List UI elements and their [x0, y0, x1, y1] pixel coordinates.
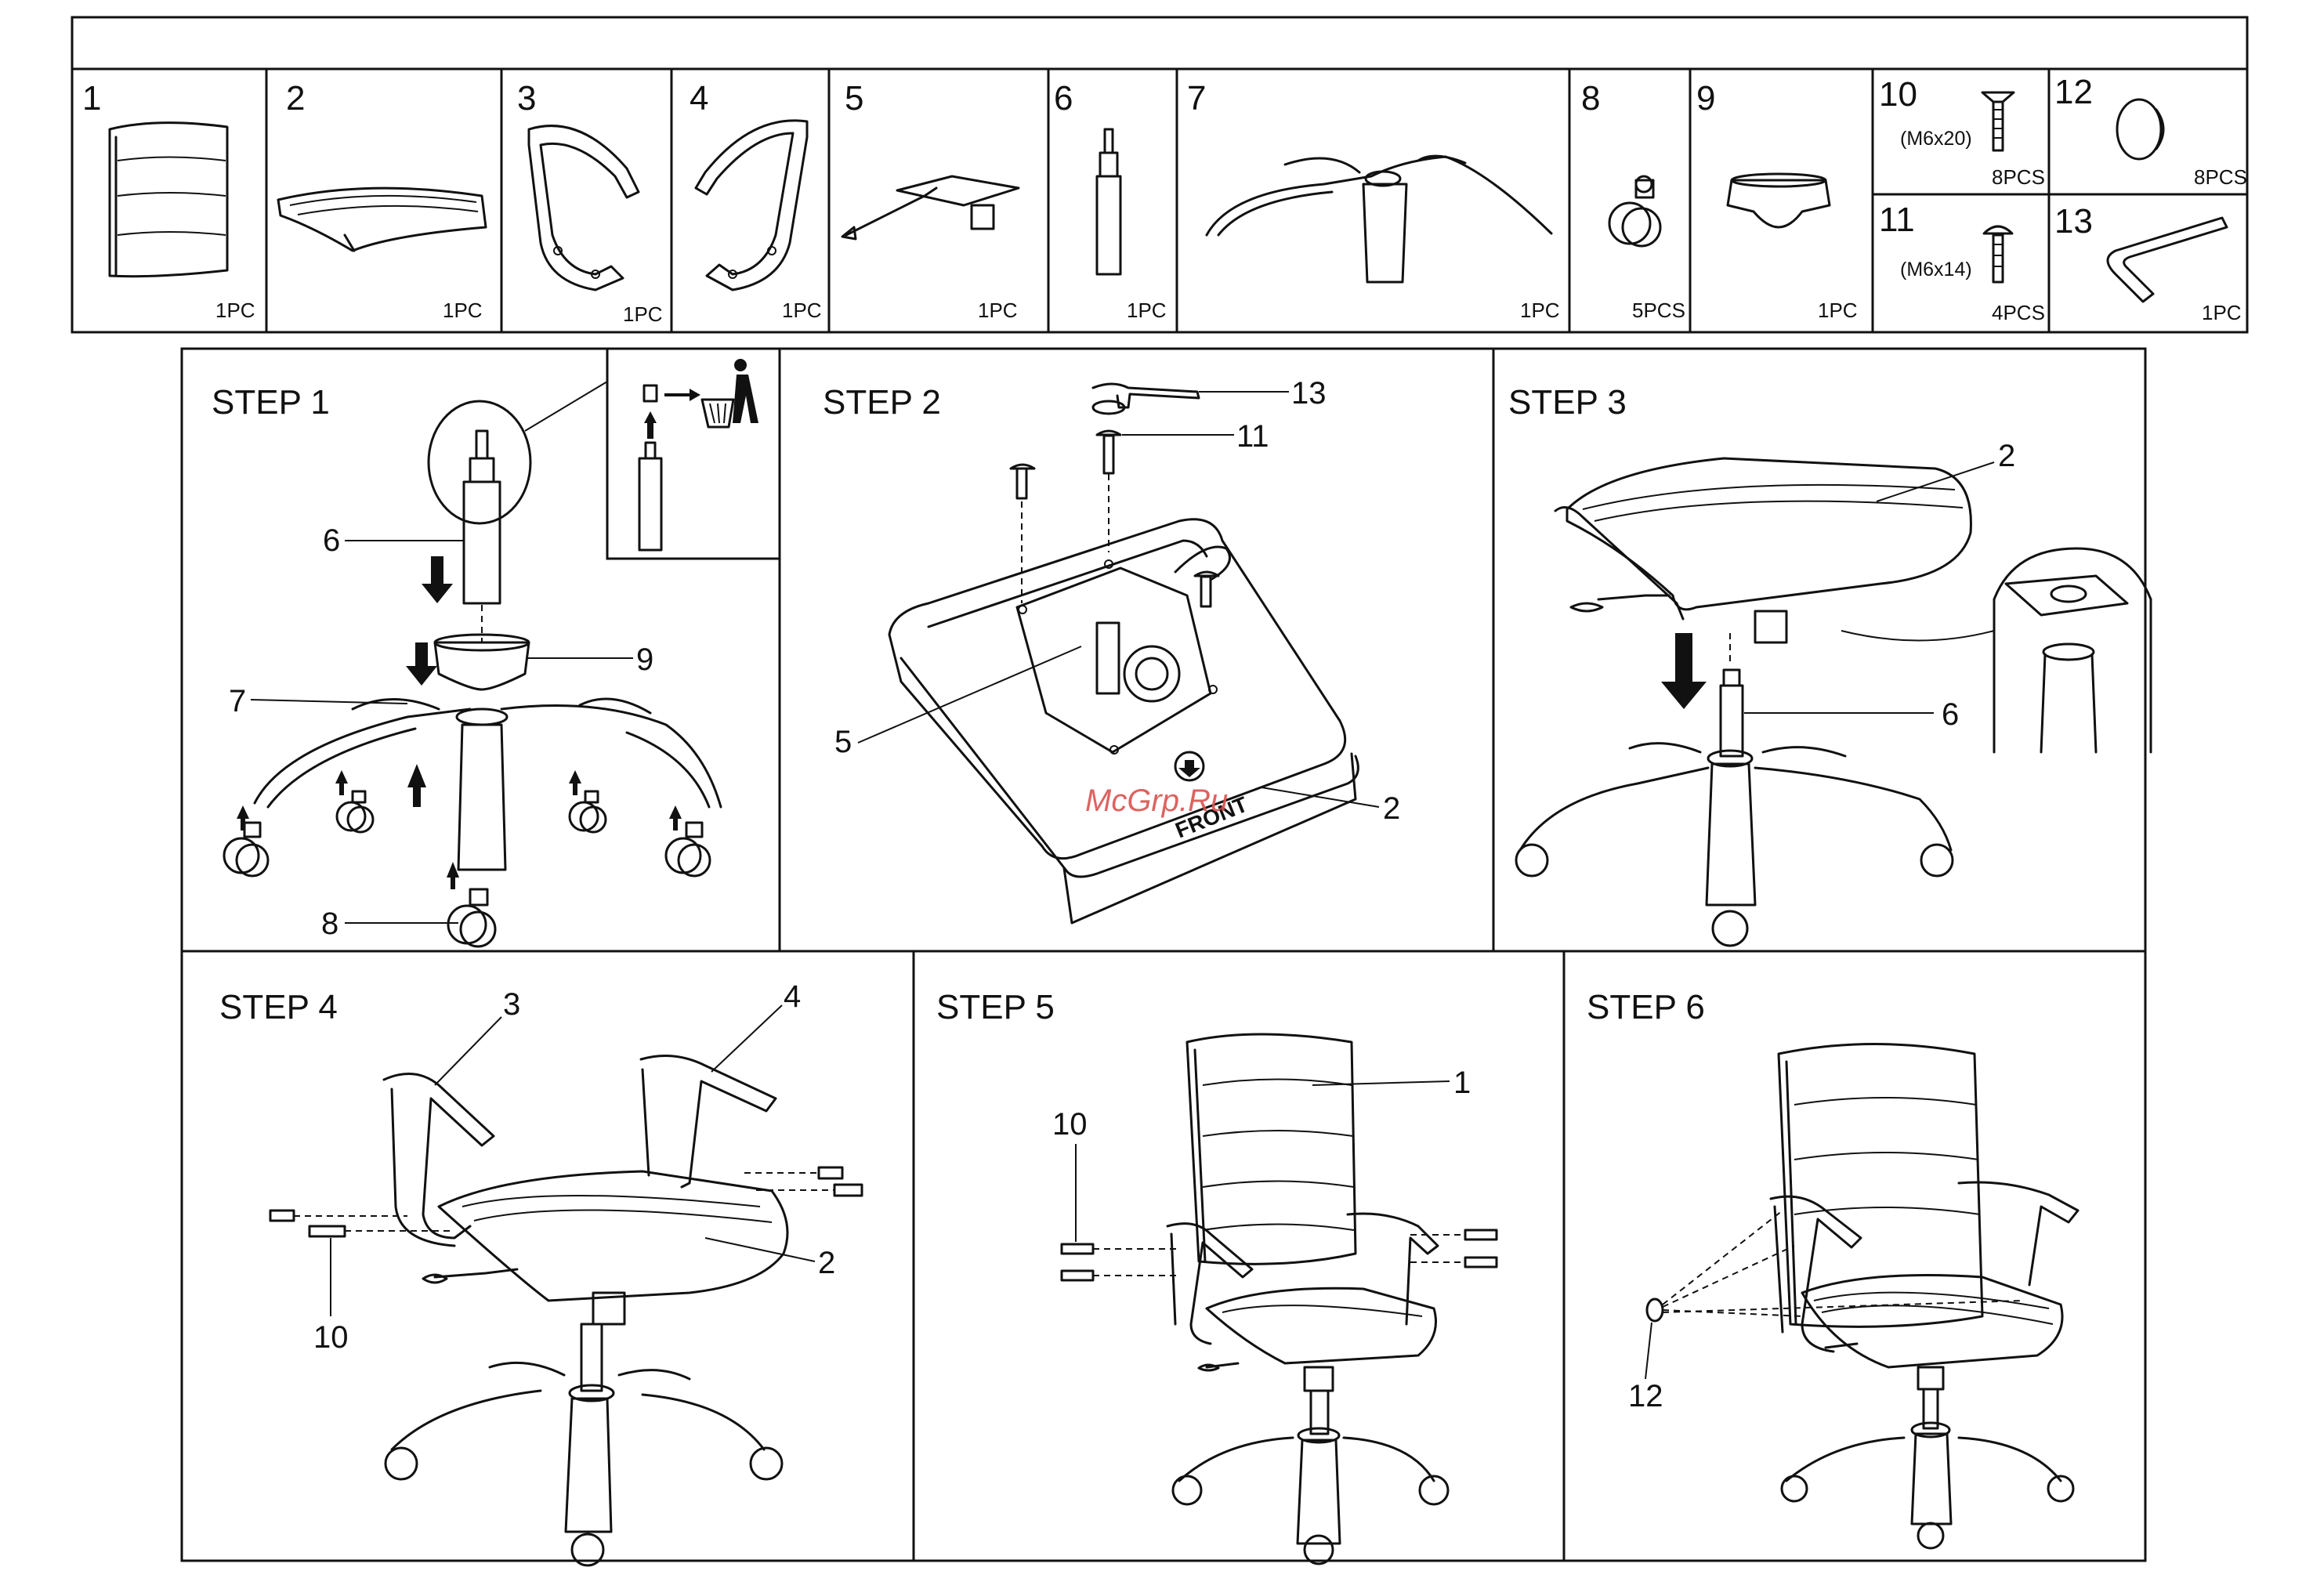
- step-5-title: STEP 5: [936, 988, 1055, 1026]
- part-5-number: 5: [845, 79, 863, 118]
- step-6-callout-12: 12: [1628, 1379, 1663, 1413]
- step-1-casters: [224, 764, 710, 946]
- part-5-mechanism: 5 1PC: [842, 79, 1019, 322]
- watermark: McGrp.Ru: [1085, 784, 1228, 818]
- step-3-callout-2: 2: [1998, 439, 2015, 473]
- step-1: STEP 1: [212, 349, 780, 946]
- part-4-qty: 1PC: [782, 299, 822, 322]
- part-7-qty: 1PC: [1520, 299, 1560, 322]
- part-7-number: 7: [1187, 79, 1206, 118]
- step-1-title: STEP 1: [212, 383, 330, 422]
- part-1-number: 1: [82, 79, 101, 118]
- part-3-qty: 1PC: [623, 302, 663, 326]
- step-6-title: STEP 6: [1587, 988, 1705, 1026]
- part-6-gas-lift: 6 1PC: [1054, 79, 1167, 322]
- part-12-cap: 12 8PCS: [2054, 73, 2247, 189]
- step-4-title: STEP 4: [219, 988, 338, 1026]
- part-12-qty: 8PCS: [2194, 165, 2247, 189]
- parts-table: [72, 17, 2247, 332]
- part-13-number: 13: [2054, 202, 2093, 241]
- step-4-callout-3: 3: [503, 987, 520, 1022]
- step-5-callout-10: 10: [1052, 1107, 1088, 1142]
- step-2-callout-5: 5: [834, 725, 852, 759]
- part-1-backrest: 1 1PC: [82, 79, 255, 322]
- part-1-qty: 1PC: [215, 299, 255, 322]
- step-1-callout-7: 7: [229, 684, 246, 718]
- part-8-qty: 5PCS: [1632, 299, 1685, 322]
- part-2-seat: 2 1PC: [278, 79, 486, 322]
- part-4-number: 4: [690, 79, 708, 118]
- step-2: STEP 2 13 11 FRONT: [823, 376, 1400, 923]
- step-5: STEP 5 1: [936, 988, 1497, 1564]
- part-13-allen-key: 13 1PC: [2054, 202, 2242, 324]
- part-5-qty: 1PC: [978, 299, 1018, 322]
- part-10-spec: (M6x20): [1900, 128, 1972, 150]
- part-10-screw-m6x20: 10 (M6x20) 8PCS: [1879, 75, 2045, 189]
- part-3-number: 3: [517, 79, 536, 118]
- part-11-number: 11: [1879, 201, 1915, 239]
- part-9-cover: 9 1PC: [1696, 79, 1858, 322]
- step-4-callout-4: 4: [784, 979, 801, 1014]
- part-9-number: 9: [1696, 79, 1715, 118]
- step-2-callout-2: 2: [1383, 791, 1400, 826]
- step-4: STEP 4 3: [219, 979, 862, 1565]
- part-11-screw-m6x14: 11 (M6x14) 4PCS: [1879, 201, 2045, 324]
- step-5-callout-1: 1: [1453, 1066, 1471, 1100]
- part-13-qty: 1PC: [2202, 301, 2242, 324]
- part-10-qty: 8PCS: [1992, 165, 2045, 189]
- part-9-qty: 1PC: [1818, 299, 1858, 322]
- part-11-qty: 4PCS: [1992, 301, 2045, 324]
- step-2-title: STEP 2: [823, 383, 941, 422]
- part-6-number: 6: [1054, 79, 1073, 118]
- part-8-number: 8: [1581, 79, 1600, 118]
- step-1-callout-6: 6: [323, 523, 340, 558]
- step-6: STEP 6 12: [1587, 988, 2078, 1548]
- part-4-armrest-right: 4 1PC: [690, 79, 822, 322]
- step-3: STEP 3 6: [1508, 383, 2151, 946]
- steps-grid: [182, 349, 2145, 1561]
- step-2-callout-13: 13: [1291, 376, 1327, 411]
- step-4-callout-10: 10: [313, 1320, 349, 1355]
- step-1-callout-9: 9: [636, 642, 653, 677]
- part-3-armrest-left: 3 1PC: [517, 79, 663, 326]
- step-2-callout-11: 11: [1236, 419, 1269, 454]
- part-11-spec: (M6x14): [1900, 259, 1972, 280]
- part-7-base: 7 1PC: [1187, 79, 1560, 322]
- part-6-qty: 1PC: [1127, 299, 1167, 322]
- step-3-title: STEP 3: [1508, 383, 1627, 422]
- part-2-qty: 1PC: [443, 299, 483, 322]
- step-1-callout-8: 8: [321, 907, 338, 941]
- step-4-callout-2: 2: [818, 1246, 835, 1280]
- part-8-caster: 8 5PCS: [1581, 79, 1685, 322]
- part-10-number: 10: [1879, 75, 1917, 114]
- step-3-callout-6: 6: [1942, 697, 1959, 732]
- part-12-number: 12: [2054, 73, 2093, 111]
- part-2-number: 2: [286, 79, 305, 118]
